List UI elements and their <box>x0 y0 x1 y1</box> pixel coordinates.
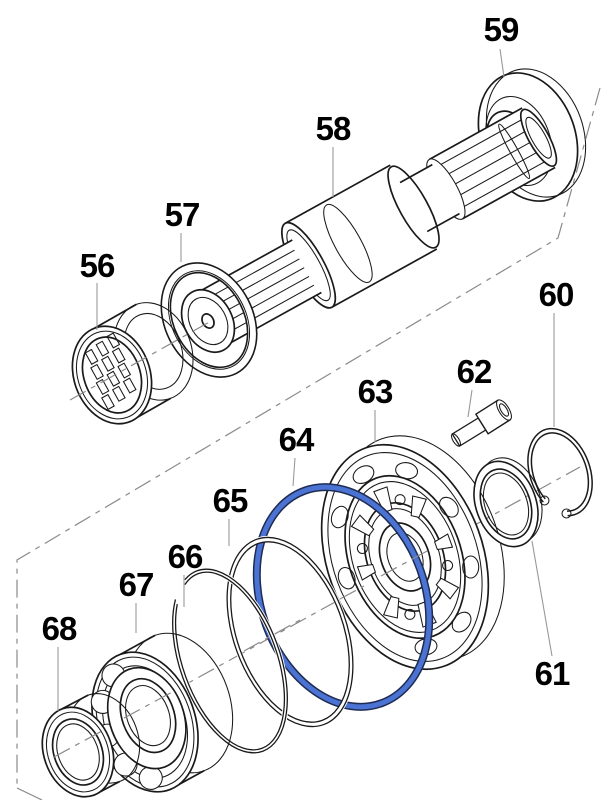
axis-centerline-top-group <box>69 319 214 401</box>
axis-centerline-overlays <box>53 549 430 758</box>
part-label-64: 64 <box>279 421 315 458</box>
part-label-65: 65 <box>213 482 248 519</box>
axis-centerline-bottom-group <box>44 466 581 763</box>
part-label-68: 68 <box>42 610 77 647</box>
part-label-62: 62 <box>457 353 492 390</box>
needle-cage-pattern <box>84 332 137 411</box>
leader-line-62 <box>467 389 473 418</box>
leader-lines <box>57 48 555 711</box>
bolt-62 <box>450 399 512 447</box>
part-label-56: 56 <box>80 247 115 284</box>
backup-ring-65 <box>225 535 355 729</box>
seal-ring-57 <box>160 262 258 378</box>
part-label-59: 59 <box>484 11 519 48</box>
part-label-58: 58 <box>316 110 351 147</box>
shaft-58 <box>180 107 558 353</box>
part-labels: 56 57 58 59 60 61 62 63 64 65 66 67 68 <box>42 11 575 692</box>
leader-line-61 <box>531 540 553 657</box>
retaining-ring-66 <box>171 567 289 755</box>
part-label-61: 61 <box>535 655 570 692</box>
boundary-dashed-line <box>16 87 601 800</box>
snap-ring-60 <box>527 427 593 519</box>
part-label-63: 63 <box>358 373 393 410</box>
part-label-57: 57 <box>165 196 200 233</box>
spacer-bushing-68 <box>41 693 141 798</box>
leader-line-59 <box>499 48 505 78</box>
shaft-seal-61 <box>473 457 543 548</box>
part-label-67: 67 <box>119 566 154 603</box>
part-label-66: 66 <box>168 538 203 575</box>
needle-bearing-56 <box>71 302 194 425</box>
part-label-60: 60 <box>539 276 574 313</box>
leader-line-64 <box>292 457 296 487</box>
ball-bearing-67 <box>90 632 234 793</box>
